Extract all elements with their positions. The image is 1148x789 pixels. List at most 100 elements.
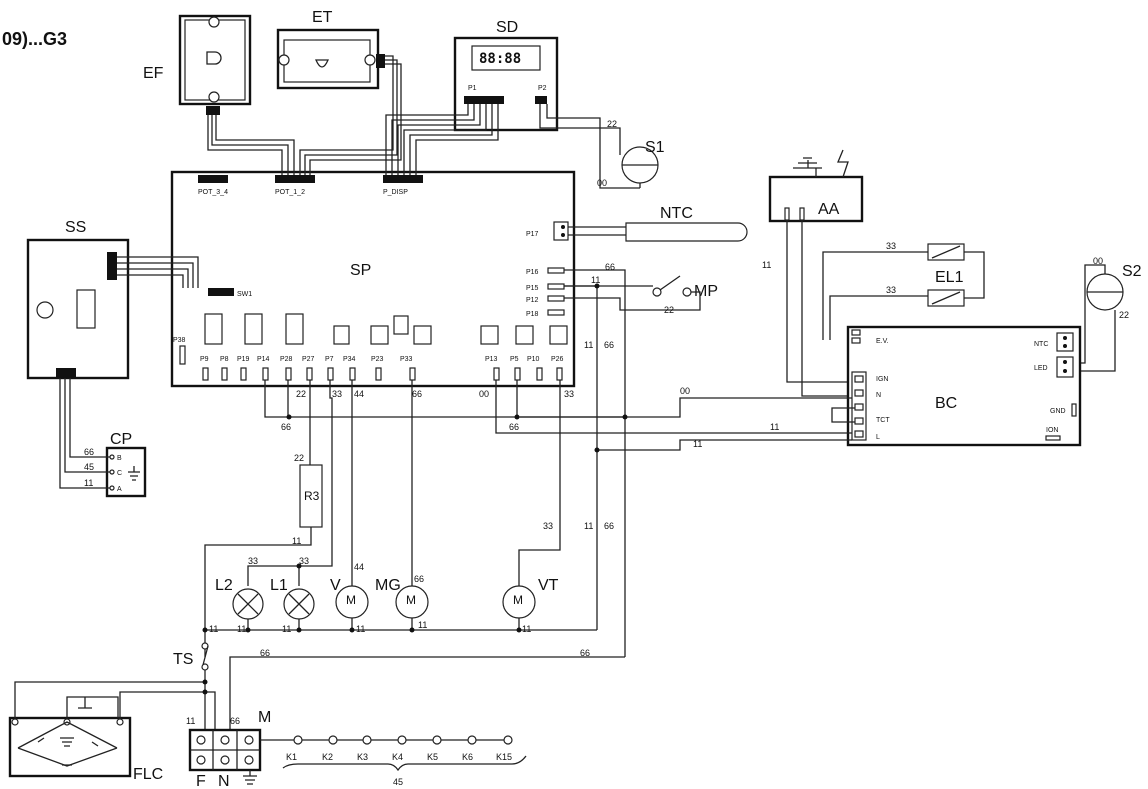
sp-bottom-connector-label: P13 (485, 356, 498, 363)
sp-bottom-connector-label: P34 (343, 356, 356, 363)
wire-label: 33 (543, 521, 553, 531)
svg-text:M: M (513, 593, 523, 607)
wire-label: 22 (1119, 310, 1129, 320)
k-common-label: 45 (393, 777, 403, 787)
l1-lamp: L1 (270, 577, 315, 620)
s2-flame-sensor: S2 (1086, 263, 1142, 311)
sp-top-connector-label: POT_3_4 (198, 189, 228, 196)
ntc-label: NTC (660, 205, 693, 222)
wire-label: 00 (479, 389, 489, 399)
ts-label: TS (173, 651, 193, 668)
wire-label: 11 (186, 716, 195, 726)
sp-control-board: SP POT_3_4 POT_1_2 P_DISP SW1 P17 P16 P1… (170, 170, 576, 388)
wire-label: 33 (886, 241, 896, 251)
wire-label: 11 (282, 624, 291, 634)
k-terminal-label: K4 (392, 752, 403, 762)
sp-right-connector-label: P12 (526, 297, 539, 304)
sp-bottom-connector-label: P7 (325, 356, 334, 363)
bc-pin-label: ION (1046, 427, 1058, 434)
el1-electrovalve: EL1 (927, 243, 965, 307)
sp-bottom-connector-label: P28 (280, 356, 293, 363)
sp-right-connector-label: P16 (526, 269, 539, 276)
bc-pin-label: NTC (1034, 341, 1048, 348)
cp-pin-label: C (117, 470, 122, 477)
sd-p2-label: P2 (538, 85, 547, 92)
wire-label: 66 (84, 447, 94, 457)
sp-bottom-connector-label: P10 (527, 356, 540, 363)
l2-lamp: L2 (215, 577, 264, 620)
ts-thermostat: TS (173, 642, 209, 671)
wire-label: 66 (412, 389, 422, 399)
wire-label: 11 (584, 521, 593, 531)
wire-label: 33 (564, 389, 574, 399)
sw1-label: SW1 (237, 291, 252, 298)
sp-bottom-connector-label: P8 (220, 356, 229, 363)
k-terminal-label: K3 (357, 752, 368, 762)
wire-label: 00 (597, 178, 607, 188)
bc-label: BC (935, 395, 957, 412)
k-terminal-label: K5 (427, 752, 438, 762)
k-terminal-label: K6 (462, 752, 473, 762)
wire-label: 11 (292, 536, 301, 546)
v-motor: M V (330, 577, 369, 619)
aa-label: AA (818, 201, 840, 218)
sp-bottom-connector-label: P23 (371, 356, 384, 363)
bc-pin-label: GND (1050, 408, 1066, 415)
p38-label: P38 (173, 337, 186, 344)
wire-label: 44 (354, 562, 364, 572)
wire-label: 11 (522, 624, 531, 634)
ss-label: SS (65, 219, 86, 236)
wire-label: 66 (414, 574, 424, 584)
et-component: ET (276, 9, 385, 90)
sp-bottom-connector-label: P19 (237, 356, 250, 363)
junction-dots (202, 283, 628, 695)
sp-label: SP (350, 262, 371, 279)
wire-label: 66 (580, 648, 590, 658)
wire-label: 66 (605, 262, 615, 272)
wire-label: 00 (680, 386, 690, 396)
cp-label: CP (110, 431, 132, 448)
wire-label: 11 (693, 439, 702, 449)
sd-p1-label: P1 (468, 85, 477, 92)
bc-pin-label: LED (1034, 365, 1048, 372)
wire-label: 44 (354, 389, 364, 399)
wire-label: 33 (332, 389, 342, 399)
bc-pin-label: L (876, 434, 880, 441)
el1-label: EL1 (935, 269, 964, 286)
r3-label: R3 (304, 489, 320, 503)
wire-label: 33 (299, 556, 309, 566)
cp-pin-label: A (117, 486, 122, 493)
terminal-label: F (196, 773, 206, 789)
wire-label: 11 (418, 620, 427, 630)
ss-component: SS (26, 219, 130, 380)
sd-display-readout: 88:88 (479, 51, 521, 67)
wire-label: 11 (356, 624, 365, 634)
bc-pin-label: E.V. (876, 338, 889, 345)
sp-bottom-connector-label: P5 (510, 356, 519, 363)
ef-label: EF (143, 65, 164, 82)
ntc-sensor: NTC (625, 205, 748, 242)
k-terminal-strip: K1 K2 K3 K4 K5 K6 K15 45 (260, 735, 527, 787)
cp-pin-label: B (117, 455, 122, 462)
r3-resistor: R3 (299, 464, 323, 528)
m-terminal-block: F N M (188, 709, 271, 789)
vt-motor: M VT (502, 577, 559, 619)
sp-right-connector-label: P17 (526, 231, 539, 238)
sp-bottom-connector-label: P26 (551, 356, 564, 363)
aa-ignition-unit: AA (768, 149, 864, 223)
wire-label: 22 (294, 453, 304, 463)
s1-label: S1 (645, 139, 665, 156)
wire-label: 66 (604, 521, 614, 531)
sd-label: SD (496, 19, 518, 36)
sd-display: 88:88 P1 P2 SD (453, 19, 559, 132)
wire-label: 11 (591, 275, 600, 285)
wire-label: 22 (607, 119, 617, 129)
diagram-title: 09)...G3 (2, 29, 67, 49)
sp-top-connector-label: P_DISP (383, 189, 408, 196)
wire-label: 66 (230, 716, 240, 726)
sp-bottom-connector-label: P27 (302, 356, 315, 363)
bc-pin-label: TCT (876, 417, 890, 424)
sp-bottom-connector-label: P14 (257, 356, 270, 363)
wire-label: 33 (248, 556, 258, 566)
l2-label: L2 (215, 577, 233, 594)
